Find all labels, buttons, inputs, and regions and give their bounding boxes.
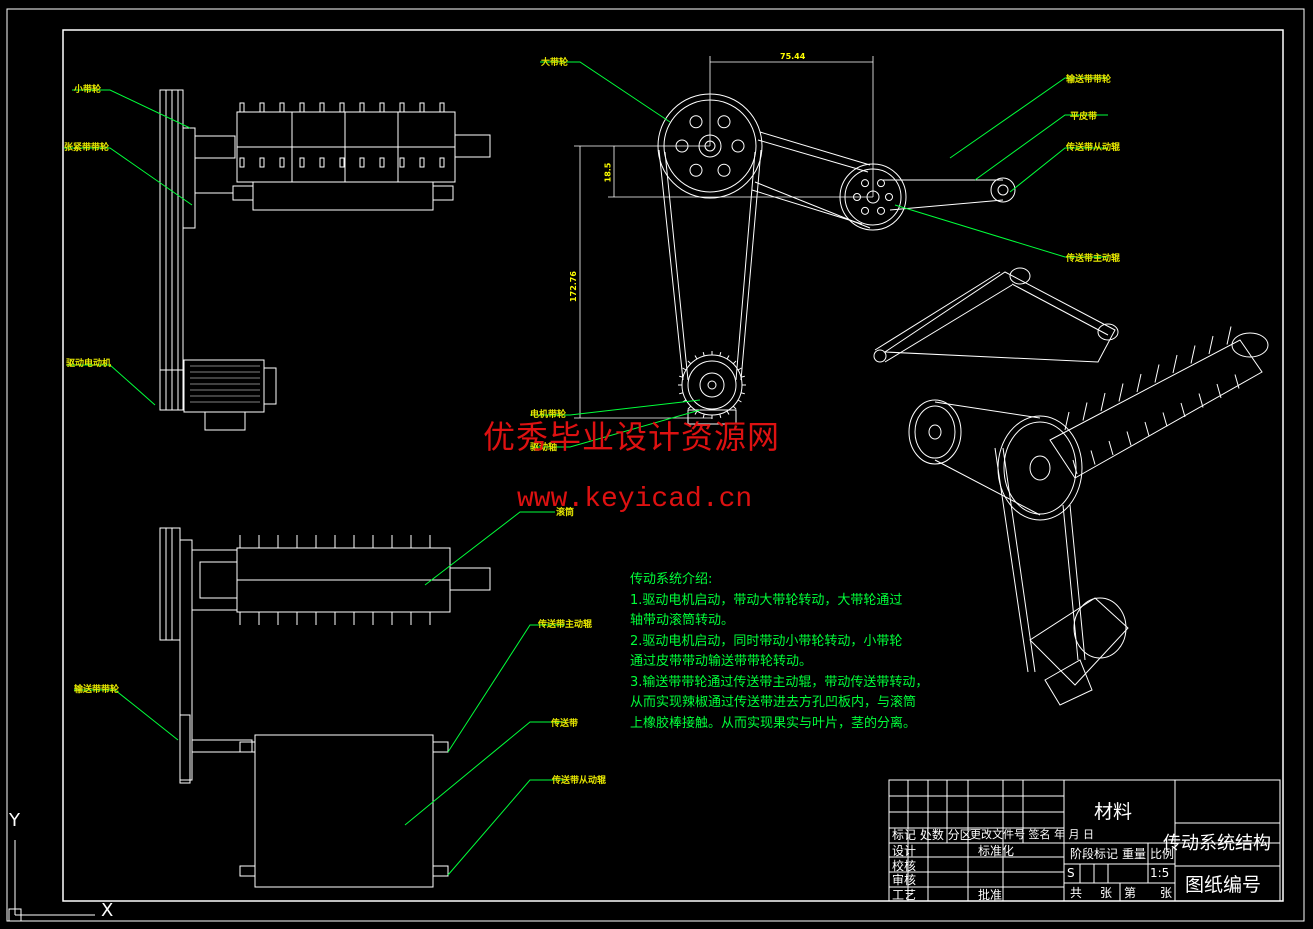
tb-scale-label: 比例 [1150, 847, 1175, 861]
label-conveyor-pulley: 输送带带轮 [1066, 75, 1112, 85]
leader-lines [64, 61, 1108, 876]
tb-sheet-of: 第 [1124, 886, 1137, 900]
isometric-view [873, 267, 1269, 706]
axis-x-label: X [101, 900, 114, 921]
top-left-view [159, 89, 491, 431]
label-conveyor-drive-roller: 传送带主动辊 [538, 620, 593, 630]
label-flat-belt: 平皮带 [1070, 112, 1098, 122]
tb-sheet: 张 [1100, 886, 1113, 900]
dim-vertical-small: 18.5 [603, 162, 613, 183]
label-motor-pulley-2: 驱动轴 [530, 443, 558, 453]
tb-s: S [1067, 866, 1075, 880]
label-conveyor: 传送带 [551, 719, 579, 729]
bottom-left-view [159, 527, 491, 888]
tb-stage: 阶段标记 [1070, 847, 1119, 861]
label-conveyor-pulley-2: 输送带带轮 [74, 685, 120, 695]
tb-process: 工艺 [892, 888, 917, 902]
ucs-icon [8, 840, 95, 922]
intro-line: 轴带动滚筒转动。 [630, 613, 735, 628]
dim-horizontal: 75.44 [780, 52, 806, 61]
label-conveyor-driven-roller: 传送带从动辊 [552, 776, 607, 786]
label-drum: 滚筒 [556, 508, 575, 518]
tb-material: 材料 [1094, 801, 1133, 823]
label-big-pulley: 大带轮 [541, 58, 569, 68]
title-block-lines [888, 779, 1281, 902]
transmission-intro: 传动系统介绍: 1.驱动电机启动，带动大带轮转动，大带轮通过 轴带动滚筒转动。 … [630, 570, 990, 734]
intro-title: 传动系统介绍: [630, 572, 713, 587]
label-motor-pulley-1: 电机带轮 [530, 410, 567, 420]
tb-review: 审核 [892, 873, 917, 887]
inner-frame [62, 29, 1284, 902]
tb-sheet2: 张 [1160, 886, 1173, 900]
dim-vertical-large: 172.76 [568, 271, 578, 302]
intro-line: 1.驱动电机启动，带动大带轮转动，大带轮通过 [630, 592, 903, 608]
outer-frame [6, 8, 1305, 922]
tb-row-mark: 标记 处数 分区 [892, 828, 972, 842]
label-motor: 驱动电动机 [66, 359, 112, 369]
label-belt-tension: 张紧带带轮 [64, 143, 110, 153]
tb-design: 设计 [892, 844, 917, 858]
intro-line: 通过皮带带动输送带带轮转动。 [630, 654, 813, 669]
watermark-url: www.keyicad.cn [517, 484, 753, 515]
intro-line: 2.驱动电机启动，同时带动小带轮转动，小带轮 [630, 633, 903, 649]
intro-line: 从而实现辣椒通过传送带进去方孔凹板内，与滚筒 [630, 695, 917, 710]
dimension-lines [574, 56, 874, 419]
intro-line: 3.输送带带轮通过传送带主动辊，带动传送带转动， [630, 674, 929, 690]
label-conveyor-driving: 传送带主动辊 [1066, 254, 1121, 264]
tb-scale: 1:5 [1150, 866, 1170, 880]
tb-weight: 重量 [1122, 847, 1147, 861]
axis-y-label: Y [9, 810, 20, 831]
label-conveyor-driven: 传送带从动辊 [1066, 143, 1121, 153]
tb-total: 共 [1070, 886, 1083, 900]
tb-check: 校核 [892, 859, 917, 873]
tb-standard: 标准化 [978, 844, 1015, 858]
tb-drawing-no: 图纸编号 [1185, 874, 1262, 896]
intro-line: 上橡胶棒接触。从而实现果实与叶片，茎的分离。 [630, 715, 917, 731]
tb-approve: 批准 [978, 888, 1003, 902]
tb-row-mark2: 更改文件号 签名 年 月 日 [970, 828, 1094, 841]
tb-title: 传动系统结构 [1163, 833, 1271, 854]
label-small-pulley: 小带轮 [74, 85, 102, 95]
watermark-title: 优秀毕业设计资源网 [483, 418, 781, 456]
